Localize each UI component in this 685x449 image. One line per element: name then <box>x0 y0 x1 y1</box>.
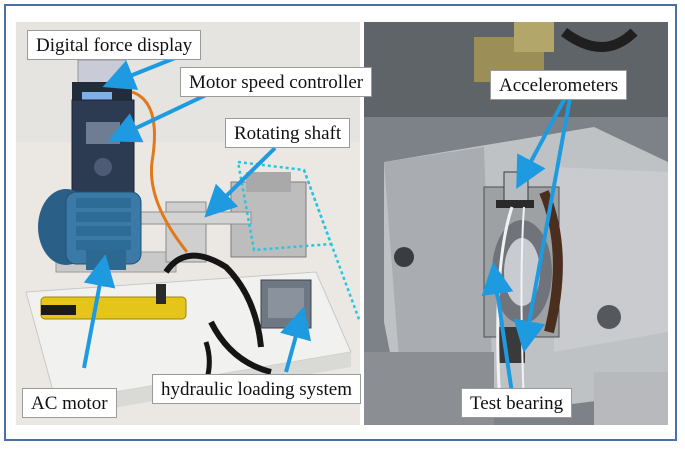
label-motor-speed-controller: Motor speed controller <box>180 67 373 97</box>
label-digital-force-display: Digital force display <box>27 30 202 60</box>
label-rotating-shaft: Rotating shaft <box>225 118 351 148</box>
label-accelerometers: Accelerometers <box>490 70 628 100</box>
label-test-bearing: Test bearing <box>461 388 573 418</box>
label-ac-motor: AC motor <box>22 388 117 418</box>
label-hydraulic-loading-system: hydraulic loading system <box>152 374 362 404</box>
